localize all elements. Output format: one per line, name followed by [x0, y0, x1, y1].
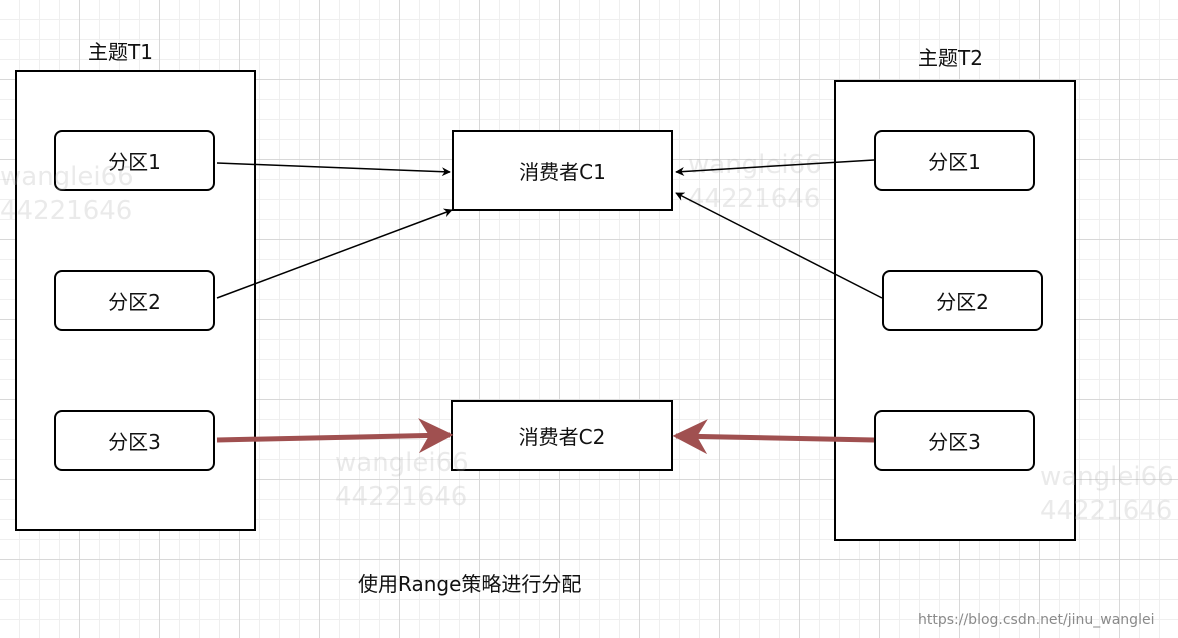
- t2-partition-1: 分区1: [874, 130, 1035, 191]
- consumer-c1: 消费者C1: [452, 130, 673, 211]
- t2-partition-1-label: 分区1: [928, 150, 981, 174]
- t2-partition-2-label: 分区2: [936, 290, 989, 314]
- consumer-c2-label: 消费者C2: [518, 425, 606, 449]
- arrow-t2p2-to-c1: [675, 192, 883, 299]
- arrow-t1p3-to-c2: [216, 418, 454, 454]
- arrow-t1p2-to-c1: [216, 208, 453, 299]
- t1-partition-1-label: 分区1: [108, 150, 161, 174]
- t2-partition-3-label: 分区3: [928, 430, 981, 454]
- t1-partition-2: 分区2: [54, 270, 215, 331]
- topic-t1-title: 主题T1: [88, 40, 153, 64]
- t1-partition-3-label: 分区3: [108, 430, 161, 454]
- t1-partition-3: 分区3: [54, 410, 215, 471]
- arrow-t2p3-to-c2: [672, 419, 875, 455]
- arrow-t2p1-to-c1: [675, 159, 875, 177]
- t2-partition-3: 分区3: [874, 410, 1035, 471]
- t1-partition-1: 分区1: [54, 130, 215, 191]
- source-url-label: https://blog.csdn.net/jinu_wanglei: [918, 612, 1155, 628]
- t2-partition-2: 分区2: [882, 270, 1043, 331]
- consumer-c1-label: 消费者C1: [519, 160, 606, 184]
- t1-partition-2-label: 分区2: [108, 290, 161, 314]
- topic-t2-title: 主题T2: [918, 46, 983, 70]
- diagram-caption: 使用Range策略进行分配: [358, 572, 582, 596]
- arrow-t1p1-to-c1: [216, 162, 451, 177]
